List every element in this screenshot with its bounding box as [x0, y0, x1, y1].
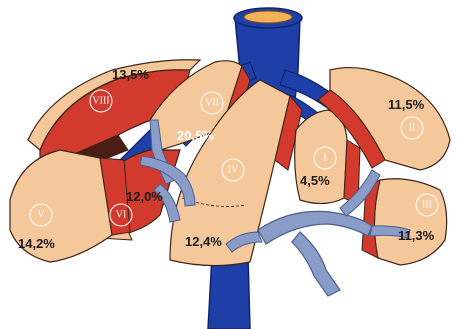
segment-i-label: I: [323, 153, 326, 164]
segment-vii-label: VII: [205, 98, 219, 109]
segment-i-percent: 4,5%: [300, 173, 330, 188]
segment-ii-percent: 11,5%: [388, 97, 425, 112]
segment-iii-percent: 11,3%: [398, 228, 435, 243]
segment-vi-percent: 12,0%: [126, 189, 163, 204]
segment-iv-percent: 12,4%: [185, 234, 222, 249]
segment-ii-label: II: [409, 123, 416, 134]
segment-v-label: V: [37, 210, 45, 221]
segment-viii-label: VIII: [92, 96, 109, 107]
segment-vii-percent: 20,5%: [177, 128, 214, 143]
segment-v-percent: 14,2%: [18, 236, 55, 251]
vena-cava-opening: [234, 8, 302, 28]
segment-iii: [362, 179, 447, 265]
segment-iv-label: IV: [228, 165, 239, 176]
segment-vi-label: VI: [116, 210, 127, 221]
segment-viii-percent: 13,5%: [112, 67, 149, 82]
segment-iii-label: III: [422, 200, 432, 211]
